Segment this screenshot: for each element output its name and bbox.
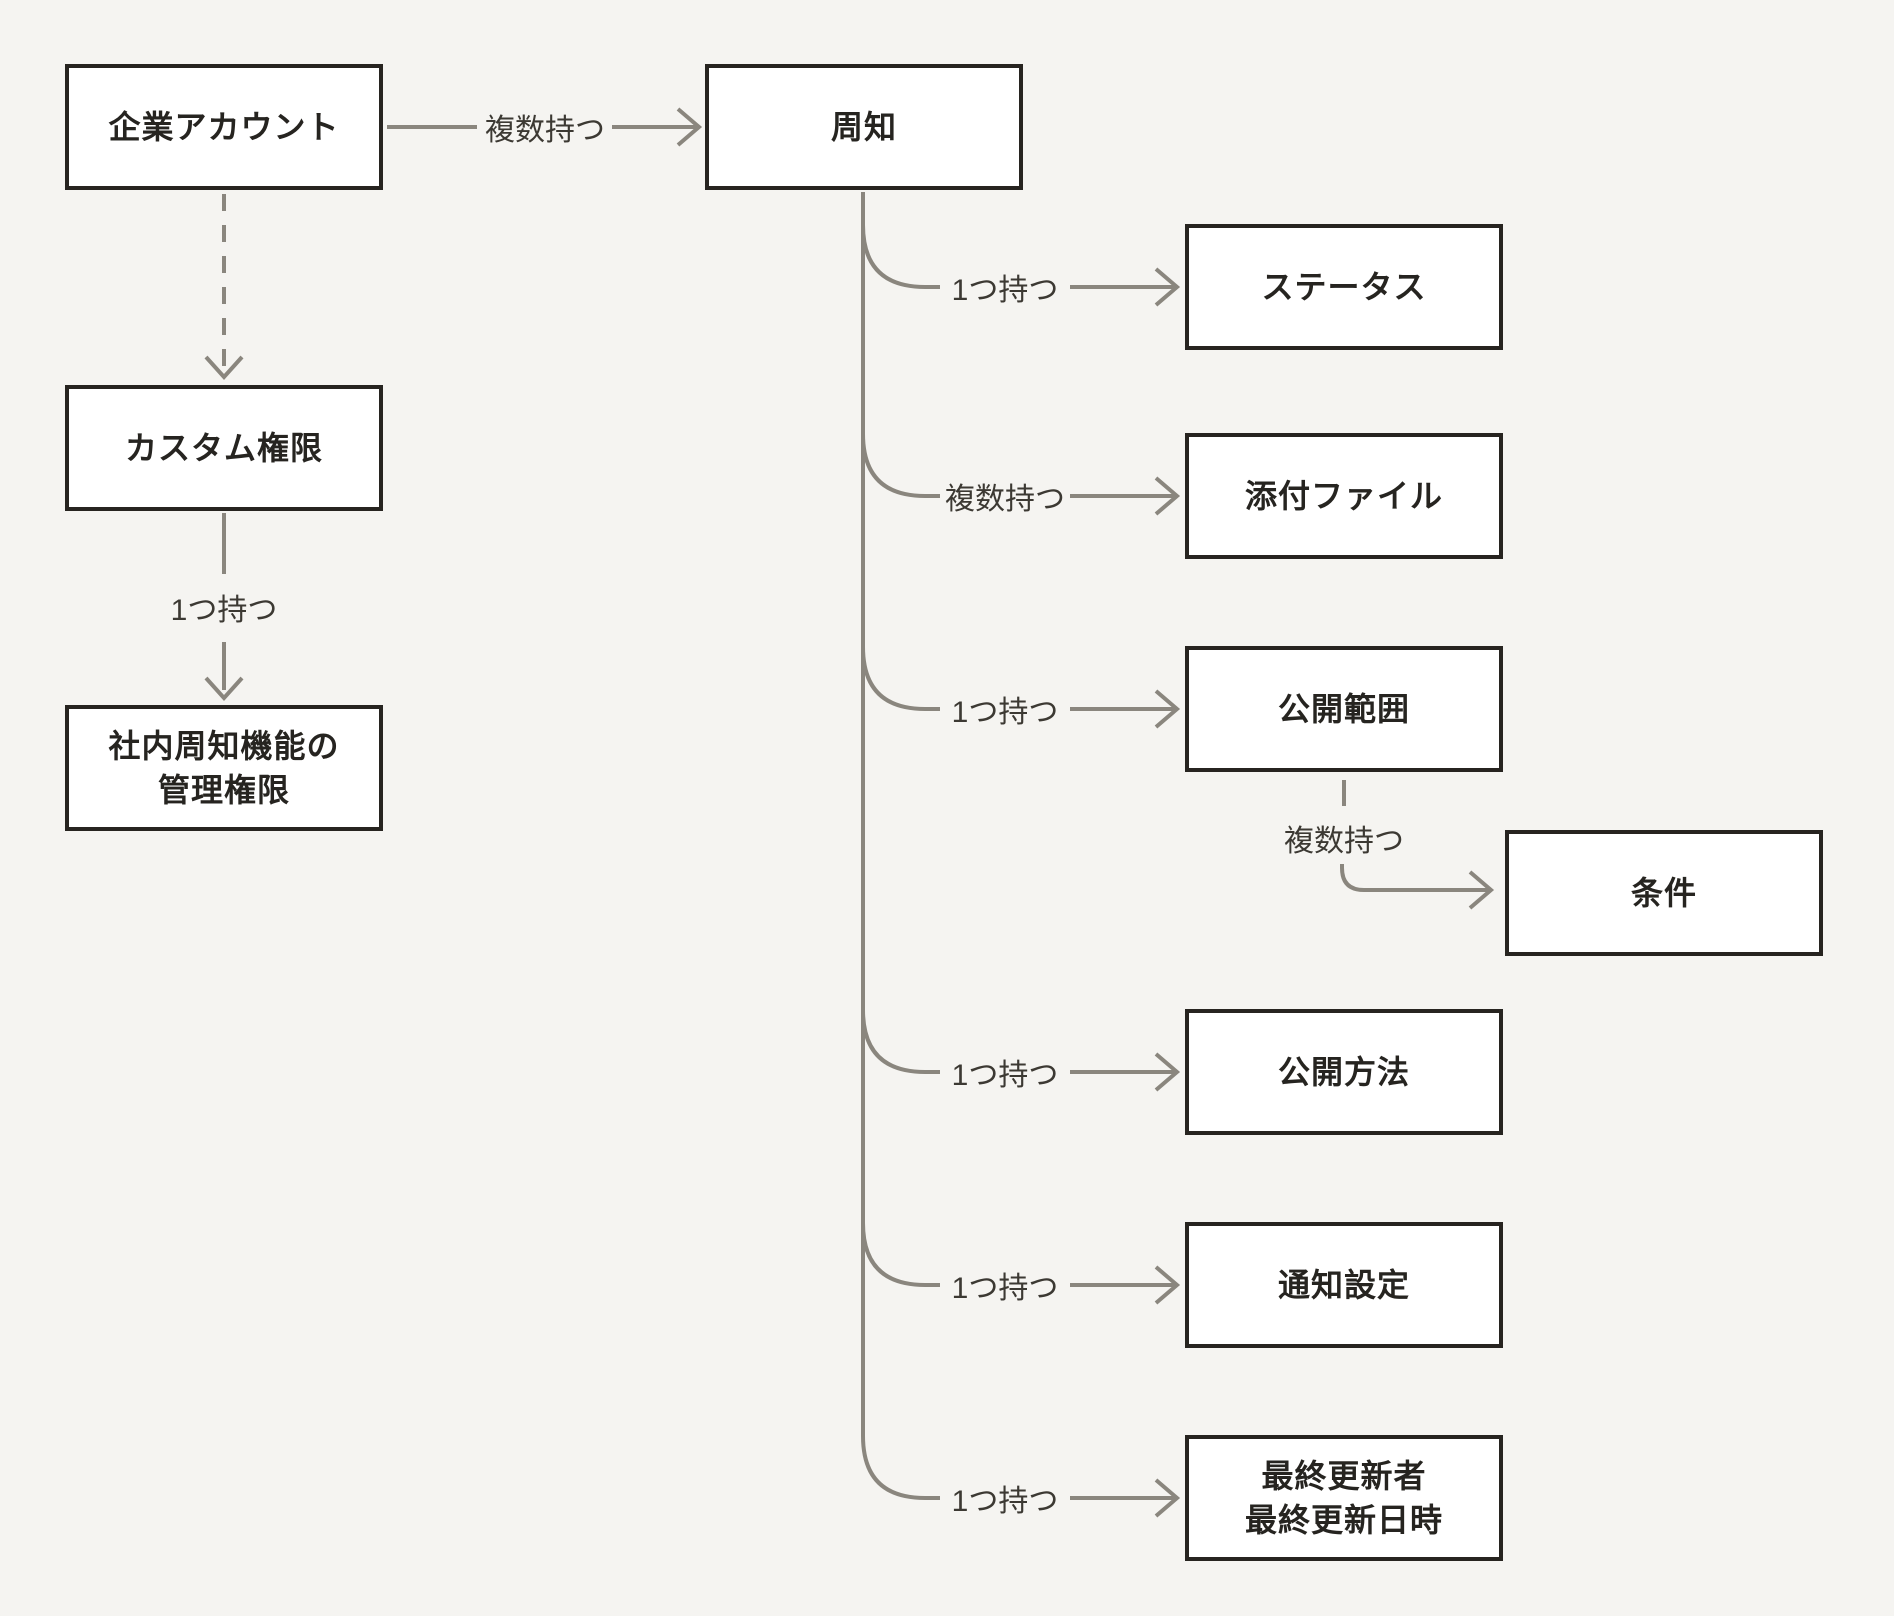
node-admin-permission-label-line2: 管理権限 — [157, 772, 290, 808]
edge-label-custom-admin: 1つ持つ — [170, 594, 278, 627]
arrowhead-last-updated — [1154, 1478, 1181, 1518]
node-publish-scope: 公開範囲 — [1185, 646, 1503, 772]
node-custom-permission-label: カスタム権限 — [124, 430, 323, 466]
node-notification-settings-label: 通知設定 — [1277, 1267, 1410, 1303]
arrowhead-notification — [1154, 1265, 1181, 1305]
edge-label-announcement-method: 1つ持つ — [951, 1059, 1059, 1092]
node-publish-method: 公開方法 — [1185, 1009, 1503, 1135]
arrowhead-down-custom — [204, 355, 244, 380]
node-custom-permission: カスタム権限 — [65, 385, 383, 511]
node-last-updated-label-line1: 最終更新者 — [1261, 1458, 1427, 1494]
branch-curve-attachments — [861, 433, 940, 498]
node-condition: 条件 — [1505, 830, 1823, 956]
node-admin-permission-label-line1: 社内周知機能の — [108, 728, 340, 764]
arrowhead-condition — [1468, 870, 1495, 910]
edge-label-scope-condition: 複数持つ — [1284, 825, 1404, 858]
node-last-updated-label-line2: 最終更新日時 — [1244, 1502, 1443, 1538]
arrowhead-method — [1154, 1052, 1181, 1092]
node-announcement-label: 周知 — [830, 109, 897, 145]
arrowhead-right-announcement — [676, 107, 703, 147]
branch-curve-status — [861, 224, 940, 289]
arrowhead-attachments — [1154, 476, 1181, 516]
node-notification-settings: 通知設定 — [1185, 1222, 1503, 1348]
node-last-updated: 最終更新者 最終更新日時 — [1185, 1435, 1503, 1561]
edge-label-announcement-attachments: 複数持つ — [945, 483, 1065, 516]
node-status-label: ステータス — [1261, 269, 1427, 305]
node-announcement: 周知 — [705, 64, 1023, 190]
node-publish-method-label: 公開方法 — [1277, 1054, 1410, 1090]
branch-curve-scope — [861, 646, 940, 711]
node-publish-scope-label: 公開範囲 — [1277, 691, 1410, 727]
branch-curve-method — [861, 1009, 940, 1074]
edge-label-corp-announcement: 複数持つ — [485, 114, 605, 147]
edge-label-announcement-status: 1つ持つ — [951, 274, 1059, 307]
edge-scope-condition-elbow — [1340, 864, 1488, 892]
branch-curve-last-updated — [861, 1435, 940, 1500]
arrowhead-status — [1154, 267, 1181, 307]
edge-label-announcement-last-updated: 1つ持つ — [951, 1485, 1059, 1518]
arrowhead-scope — [1154, 689, 1181, 729]
edge-label-announcement-notification: 1つ持つ — [951, 1272, 1059, 1305]
branch-curve-notification — [861, 1222, 940, 1287]
node-status: ステータス — [1185, 224, 1503, 350]
node-corporate-account: 企業アカウント — [65, 64, 383, 190]
node-condition-label: 条件 — [1630, 875, 1697, 911]
node-admin-permission: 社内周知機能の 管理権限 — [65, 705, 383, 831]
node-attachments: 添付ファイル — [1185, 433, 1503, 559]
node-corporate-account-label: 企業アカウント — [108, 109, 340, 145]
arrowhead-down-admin — [204, 676, 244, 701]
node-attachments-label: 添付ファイル — [1244, 478, 1443, 514]
edge-label-announcement-scope: 1つ持つ — [951, 696, 1059, 729]
